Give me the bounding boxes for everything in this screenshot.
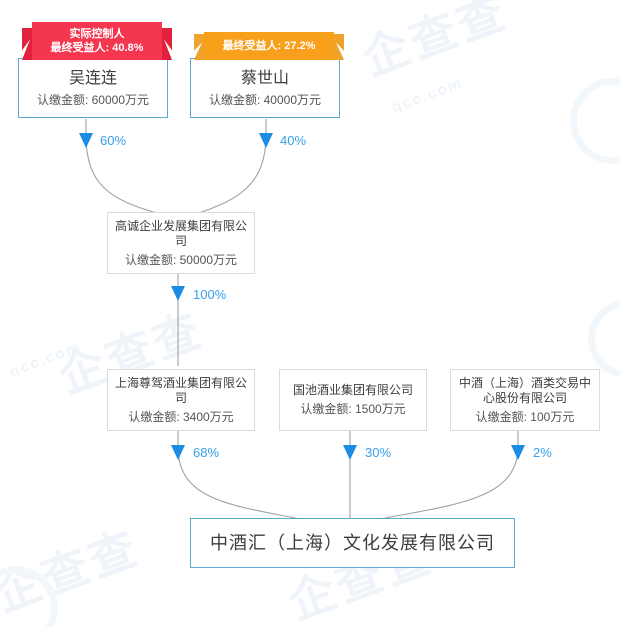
edge-arrow-zunjia (171, 445, 185, 460)
node-zhongjiu-exchange[interactable]: 中酒（上海）酒类交易中心股份有限公司 认缴金额: 100万元 (450, 369, 600, 431)
edge-label-jiaoyi-to-target: 2% (533, 445, 552, 460)
edge-label-wu-to-gaocheng: 60% (100, 133, 127, 148)
watermark-ring (570, 78, 620, 164)
badge-line-beneficiary: 最终受益人: 40.8% (50, 42, 144, 54)
edge-arrow-gaocheng (171, 286, 185, 301)
edge-jiaoyi-to-target (379, 431, 519, 520)
node-amount: 认缴金额: 40000万元 (208, 92, 322, 107)
edge-arrow-guochi (343, 445, 357, 460)
ribbon-band: 最终受益人: 27.2% (204, 32, 334, 60)
edge-label-cai-to-gaocheng: 40% (280, 133, 307, 148)
node-name: 中酒（上海）酒类交易中心股份有限公司 (458, 375, 591, 405)
watermark-logo: 企查查 (355, 0, 515, 86)
node-amount: 认缴金额: 1500万元 (300, 402, 406, 416)
node-gaocheng-group[interactable]: 高诚企业发展集团有限公司 认缴金额: 50000万元 (107, 212, 255, 274)
edge-label-zunjia-to-target: 68% (193, 445, 220, 460)
watermark-ring (0, 566, 58, 627)
node-wu-lianlian[interactable]: 吴连连 认缴金额: 60000万元 (18, 58, 168, 118)
edge-label-guochi-to-target: 30% (365, 445, 392, 460)
ribbon-band: 实际控制人 最终受益人: 40.8% (32, 22, 162, 60)
node-cai-shishan[interactable]: 蔡世山 认缴金额: 40000万元 (190, 58, 340, 118)
edge-arrow-cai (259, 133, 273, 148)
node-name: 中酒汇（上海）文化发展有限公司 (210, 533, 495, 553)
node-name: 上海尊驾酒业集团有限公司 (114, 375, 247, 405)
edge-cai-to-gaocheng (195, 119, 267, 215)
watermark-logo: 企查查 (0, 520, 147, 622)
node-amount: 认缴金额: 50000万元 (124, 252, 238, 267)
watermark-domain: qcc.com (389, 74, 466, 117)
node-name: 蔡世山 (240, 69, 289, 87)
node-name: 高诚企业发展集团有限公司 (114, 218, 247, 248)
node-name: 国池酒业集团有限公司 (292, 383, 413, 397)
node-name: 吴连连 (68, 69, 117, 87)
node-amount: 认缴金额: 100万元 (475, 409, 575, 424)
badge-final-beneficiary: 最终受益人: 27.2% (194, 32, 344, 60)
badge-line-controller: 实际控制人 (69, 28, 125, 40)
node-guochi-group[interactable]: 国池酒业集团有限公司 认缴金额: 1500万元 (279, 369, 427, 431)
badge-line-beneficiary: 最终受益人: 27.2% (222, 40, 316, 52)
node-amount: 认缴金额: 3400万元 (128, 409, 234, 424)
edge-arrow-jiaoyi (511, 445, 525, 460)
edge-arrow-wu (79, 133, 93, 148)
node-target-company[interactable]: 中酒汇（上海）文化发展有限公司 (190, 518, 515, 568)
watermark-domain: qcc.com (7, 338, 84, 381)
node-amount: 认缴金额: 60000万元 (36, 92, 150, 107)
edge-label-gaocheng-to-zunjia: 100% (193, 287, 227, 302)
watermark-ring (588, 300, 620, 378)
node-zunjia-group[interactable]: 上海尊驾酒业集团有限公司 认缴金额: 3400万元 (107, 369, 255, 431)
badge-actual-controller: 实际控制人 最终受益人: 40.8% (22, 22, 172, 60)
